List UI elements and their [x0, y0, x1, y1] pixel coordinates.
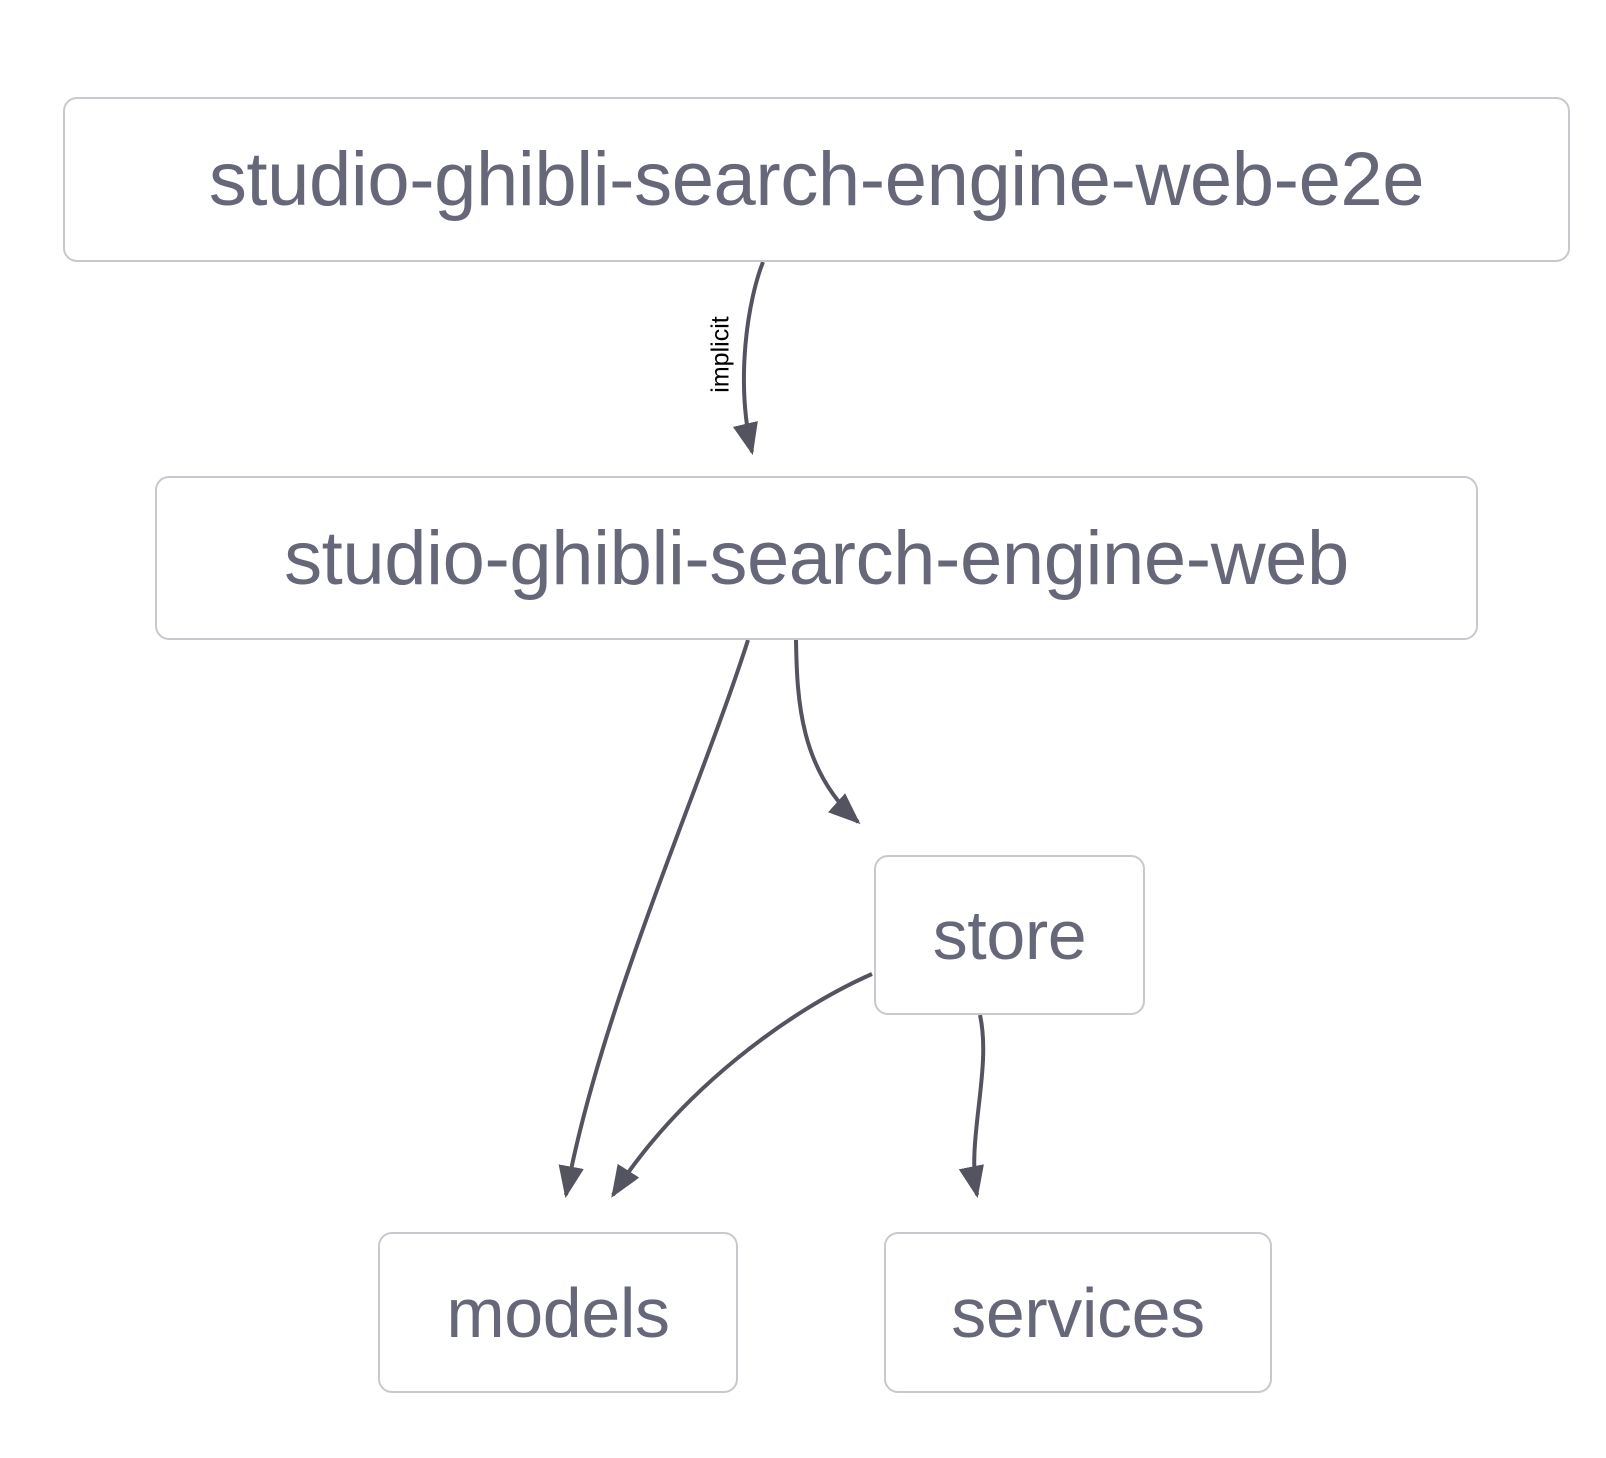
node-label: services [951, 1273, 1205, 1352]
node-studio-ghibli-search-engine-web[interactable]: studio-ghibli-search-engine-web [155, 476, 1478, 640]
edge-e2e-to-web [732, 261, 765, 456]
node-label: store [932, 896, 1087, 974]
node-models[interactable]: models [378, 1232, 738, 1393]
edge-web-to-models [558, 639, 750, 1199]
edge-label-implicit: implicit [706, 316, 735, 393]
node-store[interactable]: store [874, 855, 1145, 1015]
node-label: models [446, 1273, 670, 1352]
node-studio-ghibli-search-engine-web-e2e[interactable]: studio-ghibli-search-engine-web-e2e [63, 97, 1570, 262]
edge-store-to-models [611, 972, 873, 1198]
node-label: studio-ghibli-search-engine-web-e2e [208, 137, 1425, 222]
node-services[interactable]: services [884, 1232, 1272, 1393]
edge-store-to-services [958, 1014, 986, 1199]
edge-web-to-store [794, 639, 861, 825]
node-label: studio-ghibli-search-engine-web [284, 515, 1349, 601]
